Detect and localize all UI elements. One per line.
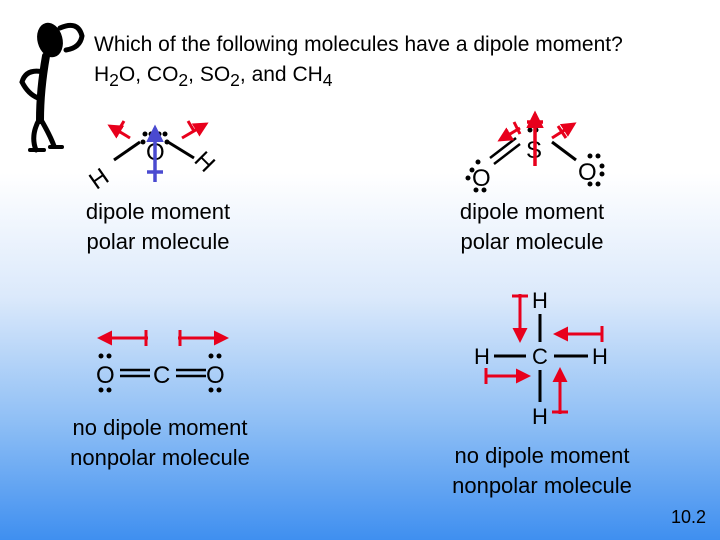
ch4-hydrogen-right-atom: H	[592, 344, 608, 369]
h2o-bond-right	[167, 140, 195, 160]
ch4-bonds	[494, 314, 588, 402]
h2o-bond-dipole-arrows	[107, 120, 209, 140]
h2o-hydrogen-right-atom: H	[189, 146, 220, 177]
ch4-caption-dipole: no dipole moment	[454, 443, 630, 468]
so2-bond-dipole-arrows	[497, 121, 577, 142]
ch4-bond-dipole-arrows	[484, 294, 604, 414]
h2o-hydrogen-left-atom: H	[84, 163, 114, 195]
h2o-caption-polarity: polar molecule	[86, 229, 230, 254]
ch4-hydrogen-left-atom: H	[474, 344, 490, 369]
co2-bond-dipole-arrows	[97, 330, 229, 346]
so2-oxygen-left-atom: O	[472, 165, 491, 192]
thinking-figure-icon	[19, 22, 85, 153]
h2o-bond-left	[113, 140, 141, 162]
question-line-2: H2O, CO2, SO2, and CH4	[94, 63, 333, 91]
co2-oxygen-left-atom: O	[96, 362, 115, 389]
h2o-caption-dipole: dipole moment	[85, 199, 231, 224]
co2-caption-dipole: no dipole moment	[72, 415, 248, 440]
ch4-caption-polarity: nonpolar molecule	[452, 473, 632, 498]
so2-oxygen-right-atom: O	[578, 159, 597, 186]
so2-caption-polarity: polar molecule	[460, 229, 604, 254]
ch4-hydrogen-top-atom: H	[532, 288, 548, 313]
so2-caption: dipole moment polar molecule	[432, 197, 632, 257]
so2-molecule: S O O	[465, 110, 605, 193]
ch4-caption: no dipole moment nonpolar molecule	[422, 441, 662, 501]
question-text: Which of the following molecules have a …	[94, 30, 623, 95]
so2-bond-right	[551, 140, 577, 162]
co2-caption: no dipole moment nonpolar molecule	[40, 413, 280, 473]
h2o-net-dipole-arrow	[146, 124, 164, 182]
h2o-molecule: O H H	[84, 120, 220, 195]
so2-bond-left-2	[493, 143, 521, 165]
so2-net-dipole-arrow	[526, 110, 544, 166]
so2-caption-dipole: dipole moment	[459, 199, 605, 224]
so2-bond-left-1	[489, 137, 517, 159]
h2o-caption: dipole moment polar molecule	[58, 197, 258, 257]
co2-carbon-atom: C	[153, 362, 170, 389]
ch4-carbon-atom: C	[532, 344, 548, 369]
slide-number: 10.2	[670, 507, 706, 527]
question-line-1: Which of the following molecules have a …	[94, 33, 623, 56]
co2-caption-polarity: nonpolar molecule	[70, 445, 250, 470]
co2-oxygen-right-atom: O	[206, 362, 225, 389]
co2-molecule: O C O	[96, 330, 229, 393]
co2-lone-pairs	[98, 353, 222, 393]
ch4-hydrogen-bottom-atom: H	[532, 404, 548, 429]
ch4-molecule: H H C H H	[474, 288, 608, 429]
co2-double-bonds	[120, 368, 206, 378]
